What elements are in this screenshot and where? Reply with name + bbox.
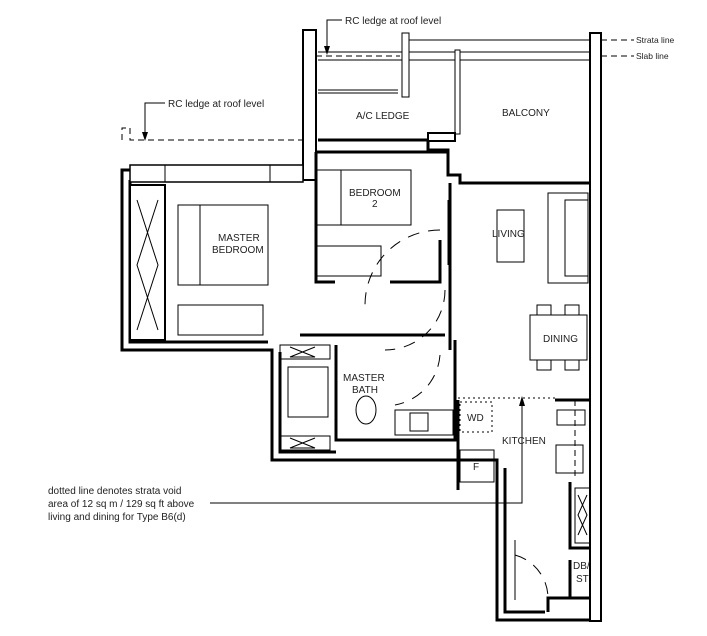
annotation-leaders	[121, 19, 634, 504]
room-master-bedroom-line2: BEDROOM	[212, 245, 264, 256]
bedroom2-wardrobe	[315, 245, 382, 277]
room-ac-ledge: A/C LEDGE	[356, 111, 410, 122]
sink	[556, 409, 586, 426]
vanity	[394, 409, 454, 436]
rc-ledge-left-label: RC ledge at roof level	[168, 99, 264, 110]
note-line-3: living and dining for Type B6(d)	[48, 512, 186, 523]
strata-line-label: Strata line	[636, 35, 675, 45]
room-fridge: F	[473, 462, 479, 473]
sofa	[547, 192, 589, 284]
coffee-table	[496, 209, 525, 263]
room-balcony: BALCONY	[502, 108, 550, 119]
rc-ledge-top-label: RC ledge at roof level	[345, 16, 441, 27]
room-dbst-line2: ST	[576, 574, 589, 585]
room-master-bedroom-line1: MASTER	[218, 233, 260, 244]
fridge	[459, 449, 495, 483]
note-line-2: area of 12 sq m / 129 sq ft above	[48, 499, 195, 510]
slab-line-label: Slab line	[636, 51, 669, 61]
note-line-1: dotted line denotes strata void	[48, 486, 181, 497]
dining-table	[529, 314, 588, 361]
furniture	[177, 169, 591, 601]
hob	[555, 444, 584, 474]
room-wd: WD	[467, 413, 484, 424]
room-dbst-line1: DB/	[573, 561, 590, 572]
room-living: LIVING	[492, 229, 525, 240]
walls	[120, 29, 602, 622]
room-bedroom2-line2: 2	[372, 199, 378, 210]
room-bedroom2-line1: BEDROOM	[349, 188, 401, 199]
washer-dryer	[459, 401, 493, 433]
toilet	[355, 395, 377, 425]
room-kitchen: KITCHEN	[502, 436, 546, 447]
room-master-bath-line2: BATH	[352, 385, 378, 396]
room-dining: DINING	[543, 334, 578, 345]
master-wardrobe	[177, 304, 264, 336]
bathtub-shower	[287, 366, 329, 418]
room-master-bath-line1: MASTER	[343, 373, 385, 384]
